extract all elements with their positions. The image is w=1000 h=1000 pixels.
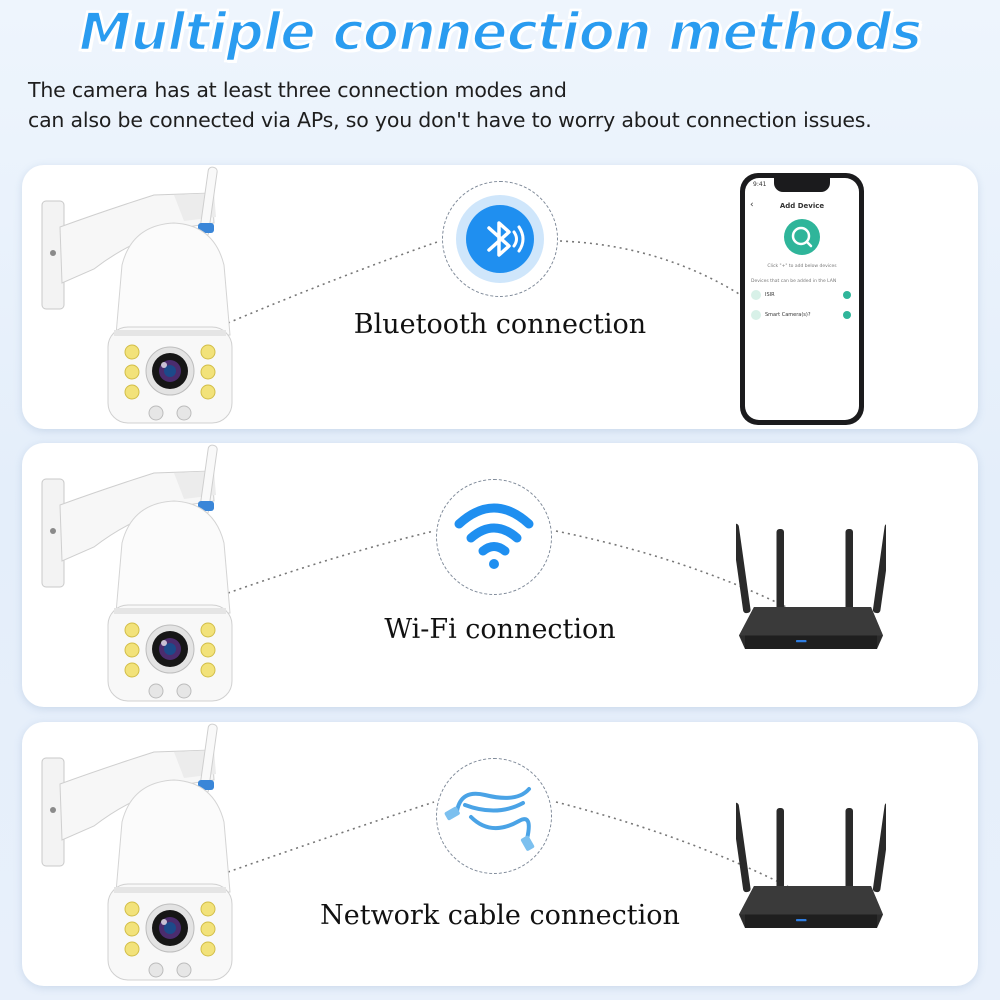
wifi-icon-circle	[436, 479, 552, 595]
device-1-icon	[751, 290, 761, 300]
router-image	[716, 802, 906, 952]
connection-links	[227, 801, 829, 909]
back-icon: ‹	[750, 200, 754, 210]
router-image	[716, 523, 906, 673]
phone-device-2: Smart Camera(s)?	[765, 312, 811, 318]
device-2-icon	[751, 310, 761, 320]
bluetooth-label: Bluetooth connection	[353, 309, 647, 340]
phone-screen: 9:41 Add Device ‹ Click "+" to add below…	[745, 178, 859, 420]
add-device-2-button[interactable]	[843, 311, 851, 319]
bluetooth-panel: Bluetooth connection 9:41 Add Device ‹ C…	[22, 165, 978, 429]
ethernet-icon-circle	[436, 758, 552, 874]
wifi-icon	[454, 503, 534, 569]
camera-image	[34, 443, 244, 707]
phone-lan-note: Devices that can be added in the LAN	[751, 279, 837, 284]
bluetooth-icon	[456, 195, 544, 283]
camera-image	[34, 722, 244, 986]
ethernet-cable-icon	[444, 787, 535, 851]
connection-links	[227, 530, 829, 630]
connection-links	[227, 240, 745, 324]
subtitle: The camera has at least three connection…	[28, 75, 993, 135]
camera-image	[34, 165, 244, 429]
network-cable-label: Network cable connection	[320, 900, 680, 931]
subtitle-line-1: The camera has at least three connection…	[28, 78, 567, 102]
phone-device-1: ISIR	[765, 292, 775, 298]
phone-time: 9:41	[753, 181, 767, 188]
phone-notch	[774, 178, 830, 192]
network-cable-panel: Network cable connection	[22, 722, 978, 986]
wifi-label: Wi-Fi connection	[384, 614, 616, 645]
wifi-panel: Wi-Fi connection	[22, 443, 978, 707]
phone-hint: Click "+" to add below devices	[767, 264, 837, 269]
subtitle-line-2: can also be connected via APs, so you do…	[28, 108, 872, 132]
phone-title: Add Device	[779, 202, 825, 210]
search-device-icon	[784, 219, 820, 255]
bluetooth-icon-circle	[442, 181, 558, 297]
smartphone-image: 9:41 Add Device ‹ Click "+" to add below…	[740, 173, 864, 425]
add-device-1-button[interactable]	[843, 291, 851, 299]
page-title: Multiple connection methods	[77, 1, 923, 65]
